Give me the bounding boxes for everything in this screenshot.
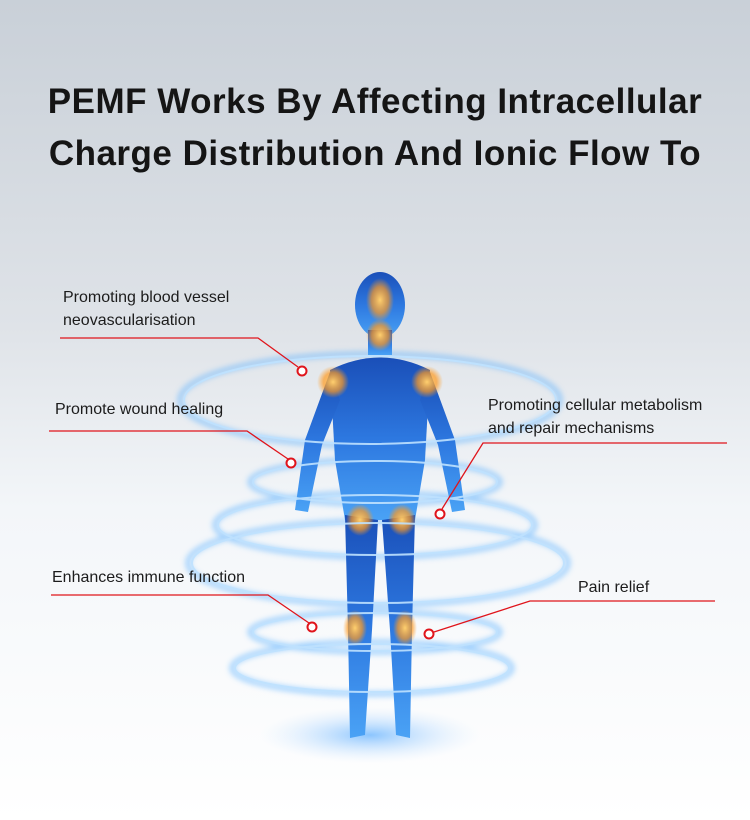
headline-line-2: Charge Distribution And Ionic Flow To	[48, 134, 702, 173]
callout-text: neovascularisation	[63, 312, 196, 329]
callout-markers	[285, 365, 446, 640]
leader-line-4	[51, 594, 310, 624]
callout-wound-healing: Promote wound healing	[55, 398, 223, 421]
callout-pain-relief: Pain relief	[578, 576, 649, 599]
marker-3	[434, 508, 446, 520]
callout-text: Promote wound healing	[55, 401, 224, 418]
callout-text: Promoting blood vessel	[63, 289, 230, 306]
marker-5	[423, 628, 435, 640]
leader-line-2	[49, 430, 289, 460]
leader-line-3	[441, 442, 727, 510]
marker-2	[285, 457, 297, 469]
marker-1	[296, 365, 308, 377]
callout-immune-function: Enhances immune function	[52, 566, 245, 589]
human-figure	[295, 272, 465, 738]
callout-leaders	[49, 337, 727, 633]
headline-line-1: PEMF Works By Affecting Intracellular	[47, 82, 703, 121]
floor-glow	[260, 707, 480, 763]
leader-line-1	[60, 337, 299, 368]
leader-line-5	[433, 600, 715, 633]
callout-text: Enhances immune function	[52, 569, 245, 586]
callout-text: and repair mechanisms	[488, 420, 655, 437]
callout-text: Pain relief	[578, 579, 650, 596]
marker-4	[306, 621, 318, 633]
callout-text: Promoting cellular metabolism	[488, 397, 703, 414]
callout-cellular-metabolism: Promoting cellular metabolism and repair…	[488, 394, 702, 440]
energy-rings-front	[183, 355, 565, 693]
callout-blood-vessel: Promoting blood vessel neovascularisatio…	[63, 286, 229, 332]
